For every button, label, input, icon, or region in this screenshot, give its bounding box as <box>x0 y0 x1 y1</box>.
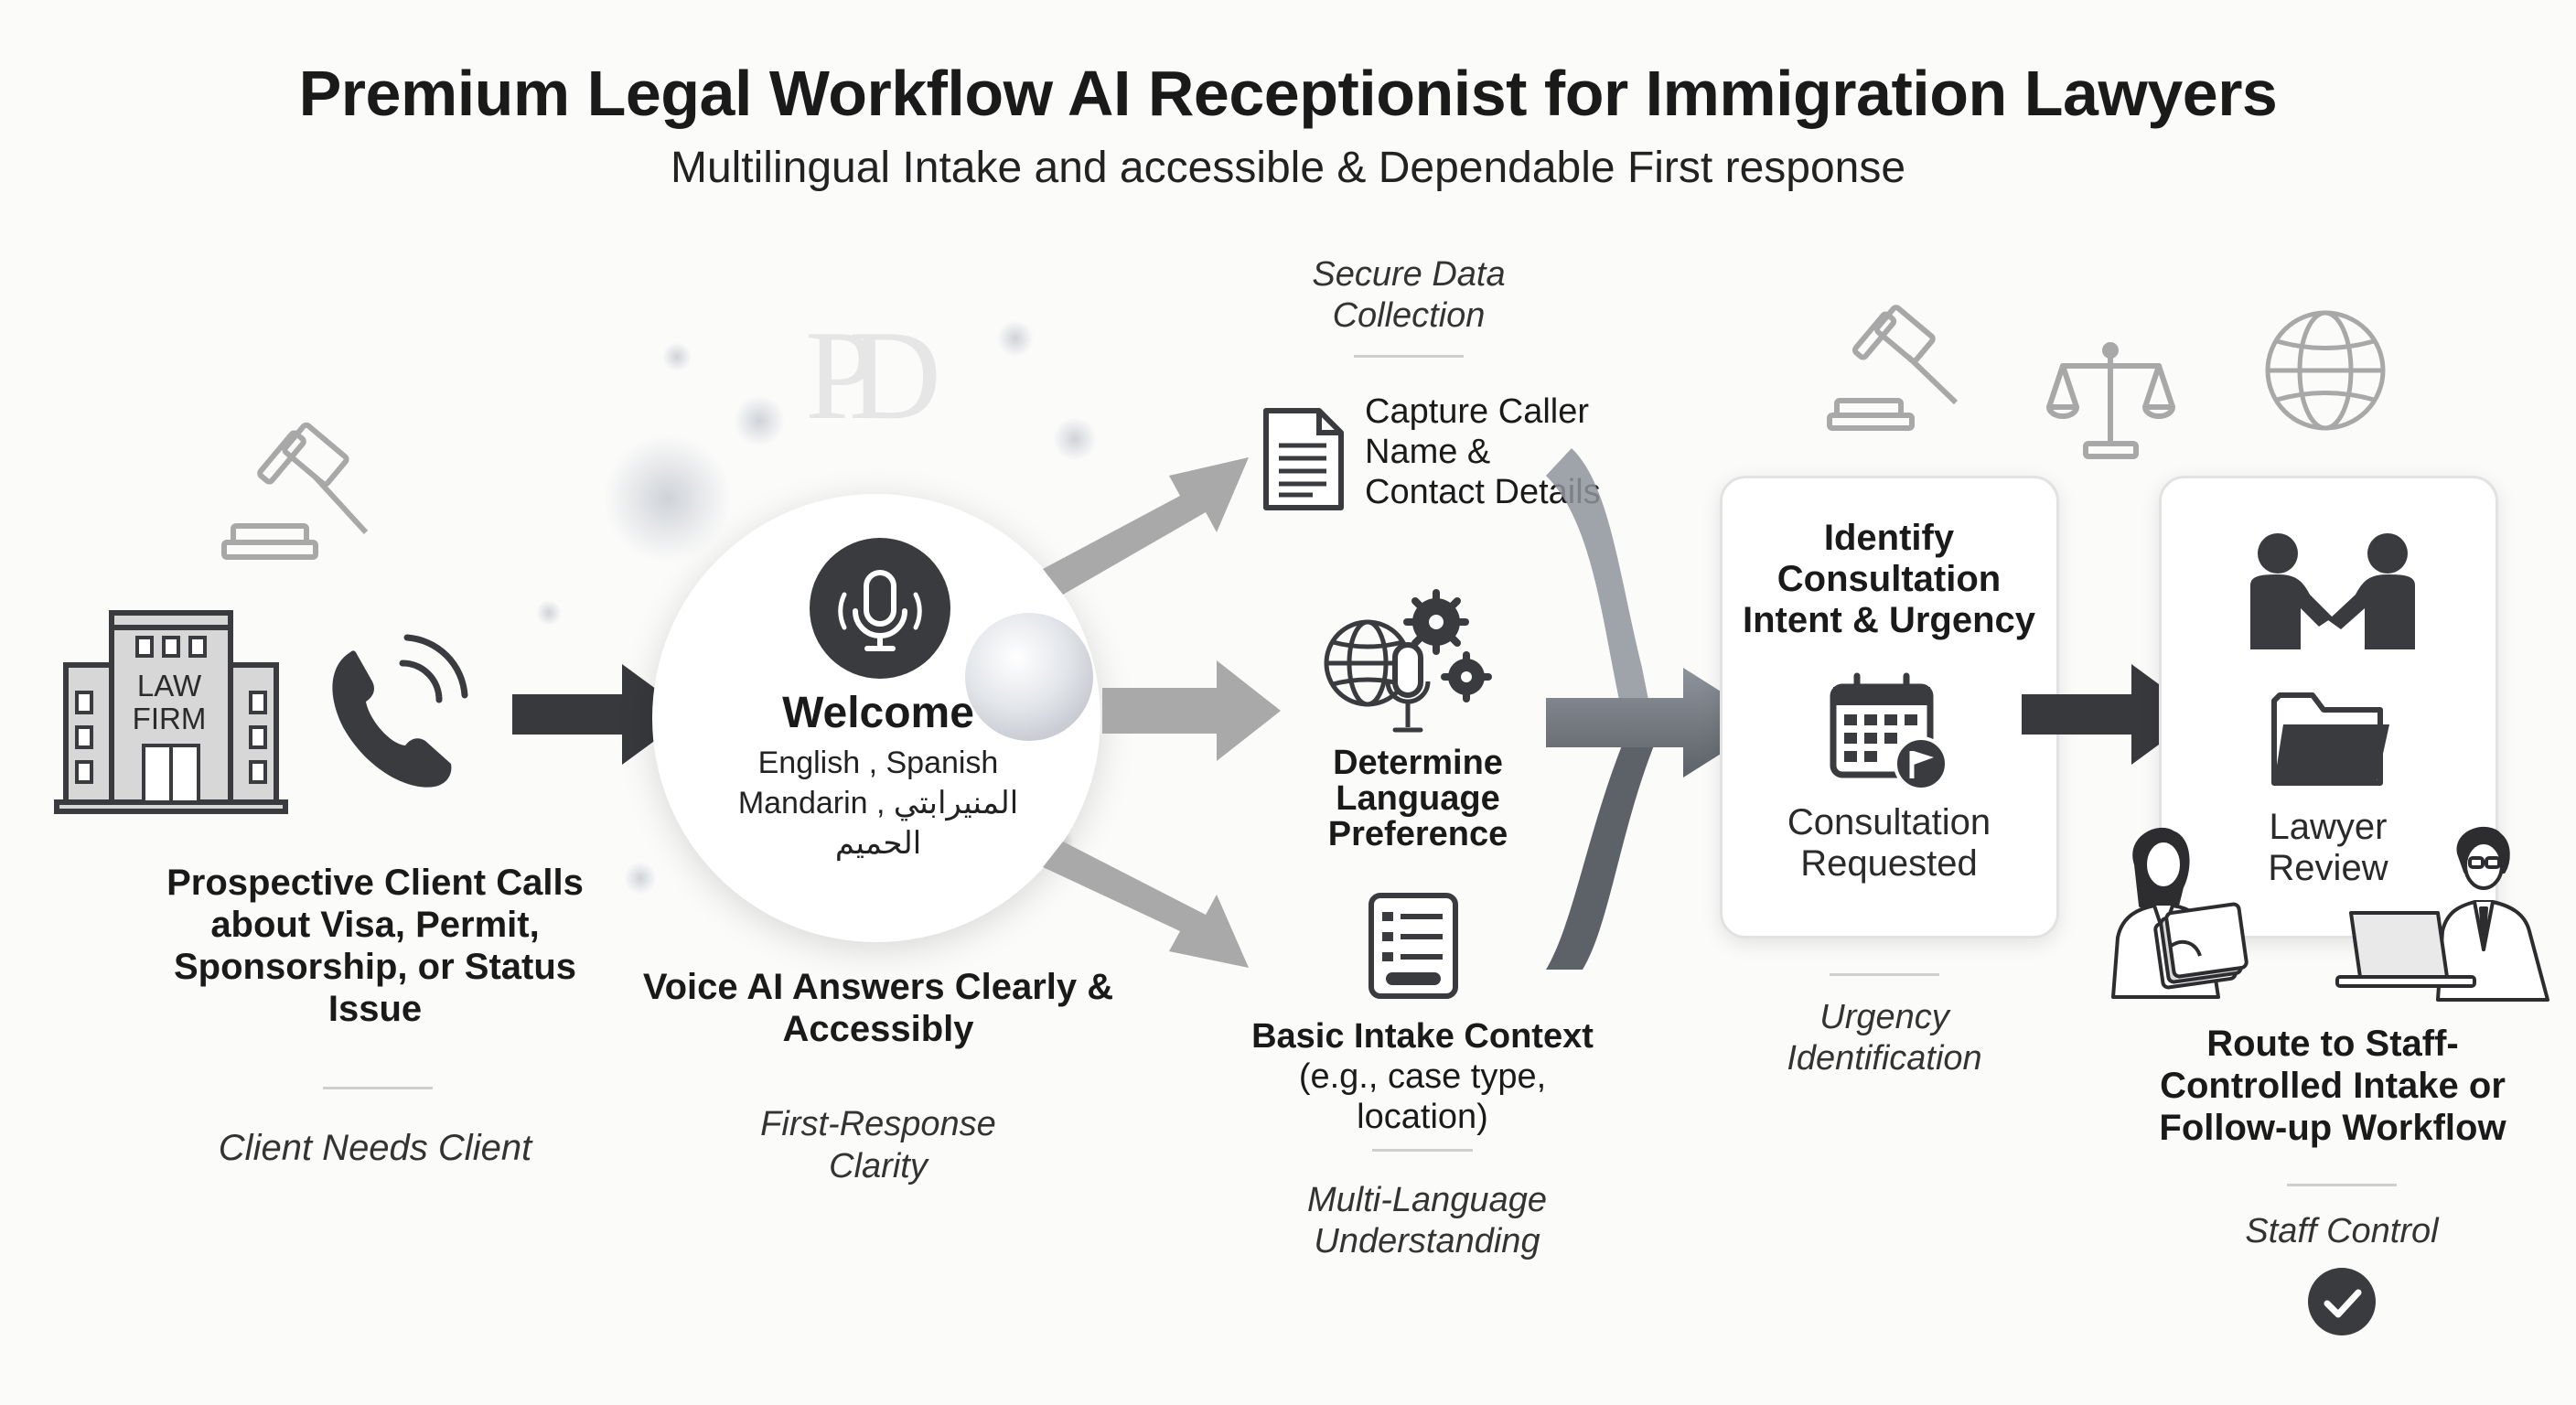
phone-icon <box>332 634 468 788</box>
document-icon <box>1263 408 1344 510</box>
intake-context-sub: (e.g., case type, location) <box>1298 1057 1547 1136</box>
staff-man-with-laptop-icon <box>2335 826 2549 1002</box>
stage1-caption: Client Needs Client <box>218 1128 532 1168</box>
stage4-caption: Urgency Identification <box>1787 998 1982 1078</box>
stage5-caption: Staff Control <box>2245 1212 2439 1250</box>
arrow-to-voice-ai <box>512 664 691 765</box>
stage3-bottom-divider <box>1372 1149 1473 1152</box>
languages-line2: Mandarin , المنيرابتي <box>737 786 1019 820</box>
gavel-icon-2 <box>1827 305 1959 431</box>
lawyer-review-label: Lawyer Review <box>2268 807 2388 888</box>
stage3-top-divider <box>1354 355 1464 358</box>
page-title: Premium Legal Workflow AI Receptionist f… <box>298 58 2278 129</box>
languages-line3: الحميم <box>834 826 922 861</box>
globe-microphone-gears-icon <box>1324 589 1492 733</box>
stage5-divider <box>2287 1184 2397 1186</box>
building-sign-line2: FIRM <box>132 702 207 735</box>
decorative-orb <box>965 613 1093 741</box>
gavel-icon <box>221 422 369 560</box>
handshake-icon <box>2250 533 2415 649</box>
microphone-icon <box>810 538 950 679</box>
language-preference-label: Determine Language Preference <box>1327 744 1508 853</box>
merge-arrows <box>1546 448 1770 970</box>
checkmark-icon <box>2308 1268 2376 1335</box>
stage1-divider <box>323 1087 433 1089</box>
folder-icon <box>2271 692 2389 786</box>
staff-woman-with-files-icon <box>2111 827 2249 999</box>
arrow-to-lawyer-review <box>2022 664 2200 765</box>
globe-icon <box>2265 310 2386 431</box>
fan-out-arrows <box>1043 457 1281 968</box>
stage2-label: Voice AI Answers Clearly & Accessibly <box>642 967 1114 1049</box>
calendar-flag-icon <box>1830 672 1948 791</box>
intake-context-label: Basic Intake Context <box>1251 1017 1594 1056</box>
scales-of-justice-icon <box>2046 342 2175 459</box>
stage5-label: Route to Staff-Controlled Intake or Foll… <box>2159 1024 2506 1148</box>
checklist-icon <box>1368 893 1458 999</box>
consultation-card-title: Identify Consultation Intent & Urgency <box>1742 518 2036 640</box>
consultation-status: Consultation Requested <box>1787 802 1991 884</box>
law-firm-building-icon <box>54 610 288 814</box>
stage2-caption: First-Response Clarity <box>760 1105 996 1185</box>
page-subtitle: Multilingual Intake and accessible & Dep… <box>670 144 1906 192</box>
stage1-label: Prospective Client Calls about Visa, Per… <box>166 863 584 1029</box>
stage3-top-caption: Secure Data Collection <box>1312 255 1506 335</box>
building-sign-line1: LAW <box>136 669 202 702</box>
languages-line1: English , Spanish <box>757 745 999 780</box>
stage4-divider <box>1830 973 1939 976</box>
stage3-caption: Multi-Language Understanding <box>1307 1181 1547 1260</box>
welcome-title: Welcome <box>782 689 974 737</box>
